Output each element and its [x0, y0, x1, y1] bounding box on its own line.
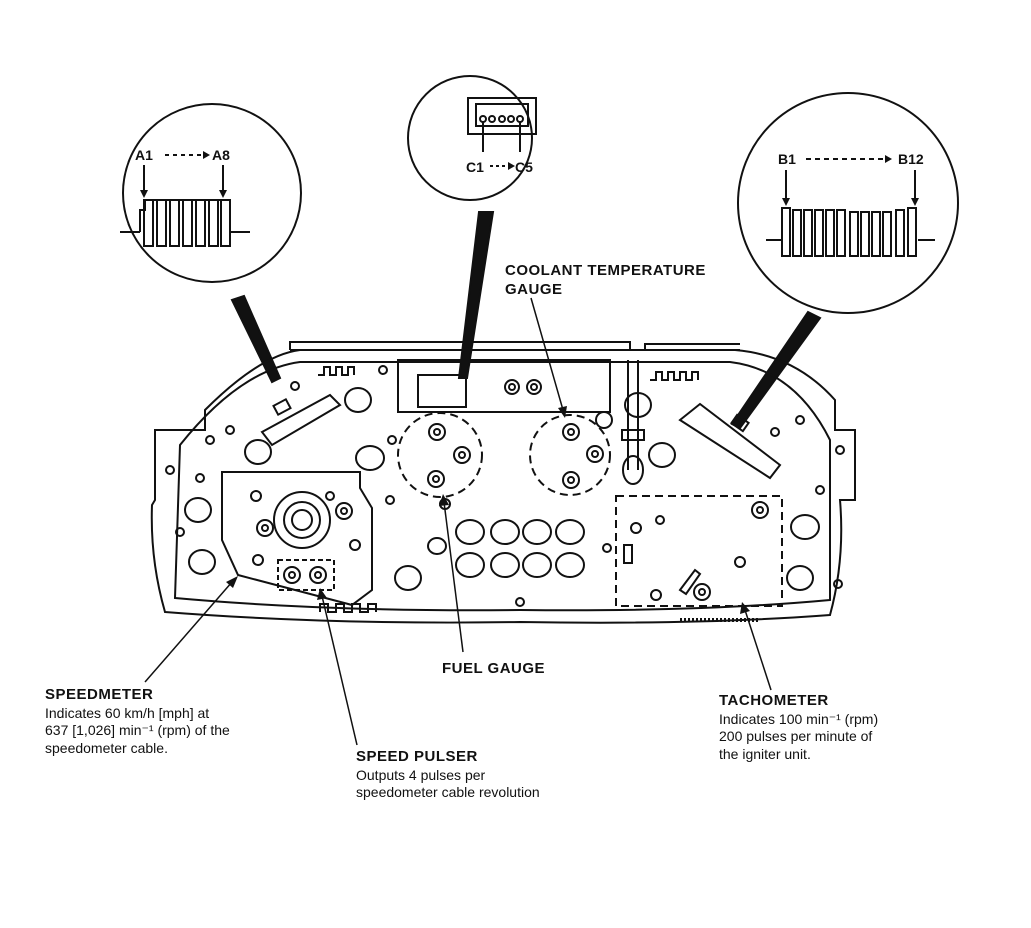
pointer-b — [730, 310, 822, 430]
pin-b-end: B12 — [898, 151, 924, 167]
connector-a-detail: A1 A8 — [120, 103, 302, 283]
leader-lines[interactable] — [144, 297, 772, 746]
tach-desc-3: the igniter unit. — [719, 745, 811, 762]
connector-c-detail: C1 C5 — [407, 75, 537, 201]
pin-b-start: B1 — [778, 151, 796, 167]
indicator-sockets — [184, 387, 820, 591]
pulser-desc-1: Outputs 4 pulses per — [356, 766, 486, 783]
speedometer-desc-3: speedometer cable. — [45, 739, 168, 756]
coolant-gauge-label: COOLANT TEMPERATURE GAUGE — [505, 262, 706, 300]
pulser-title: SPEED PULSER — [356, 748, 478, 765]
teeth-top — [318, 366, 699, 381]
teeth-bottom — [319, 603, 760, 622]
tach-desc-1: Indicates 100 min⁻¹ (rpm) — [719, 710, 879, 727]
coolant-gauge-body — [529, 414, 611, 496]
pin-c-end: C5 — [515, 159, 533, 175]
coolant-label-line2: GAUGE — [505, 280, 563, 298]
speed-pulser-label: SPEED PULSER Outputs 4 pulses per speedo… — [356, 748, 540, 802]
tach-desc-2: 200 pulses per minute of — [719, 728, 873, 745]
mounting-holes — [165, 365, 845, 607]
tach-title: TACHOMETER — [719, 692, 829, 709]
speedometer-label: SPEEDMETER Indicates 60 km/h [mph] at 63… — [45, 686, 230, 757]
pin-a-end: A8 — [212, 147, 230, 163]
connector-b-detail: B1 B12 — [737, 92, 959, 314]
pointer-c — [457, 211, 495, 379]
fuel-gauge-body — [397, 412, 483, 510]
speedometer-title: SPEEDMETER — [45, 686, 154, 703]
display-module — [397, 359, 611, 413]
speedometer-desc-2: 637 [1,026] min⁻¹ (rpm) of the — [45, 722, 230, 739]
speedometer-desc-1: Indicates 60 km/h [mph] at — [45, 704, 210, 721]
pin-c-start: C1 — [466, 159, 484, 175]
cluster-housing — [150, 341, 856, 624]
pulser-desc-2: speedometer cable revolution — [356, 784, 540, 801]
speedometer-module — [221, 471, 373, 607]
wire-loom — [621, 360, 645, 485]
pin-a-start: A1 — [135, 147, 153, 163]
board-connector-b — [678, 402, 782, 480]
fuel-label-title: FUEL GAUGE — [442, 660, 546, 677]
tachometer-module — [615, 495, 783, 607]
board-connector-a — [260, 393, 342, 447]
tachometer-label: TACHOMETER Indicates 100 min⁻¹ (rpm) 200… — [719, 692, 878, 763]
coolant-label-line1: COOLANT TEMPERATURE — [505, 262, 706, 279]
fuel-gauge-label: FUEL GAUGE — [442, 660, 545, 679]
